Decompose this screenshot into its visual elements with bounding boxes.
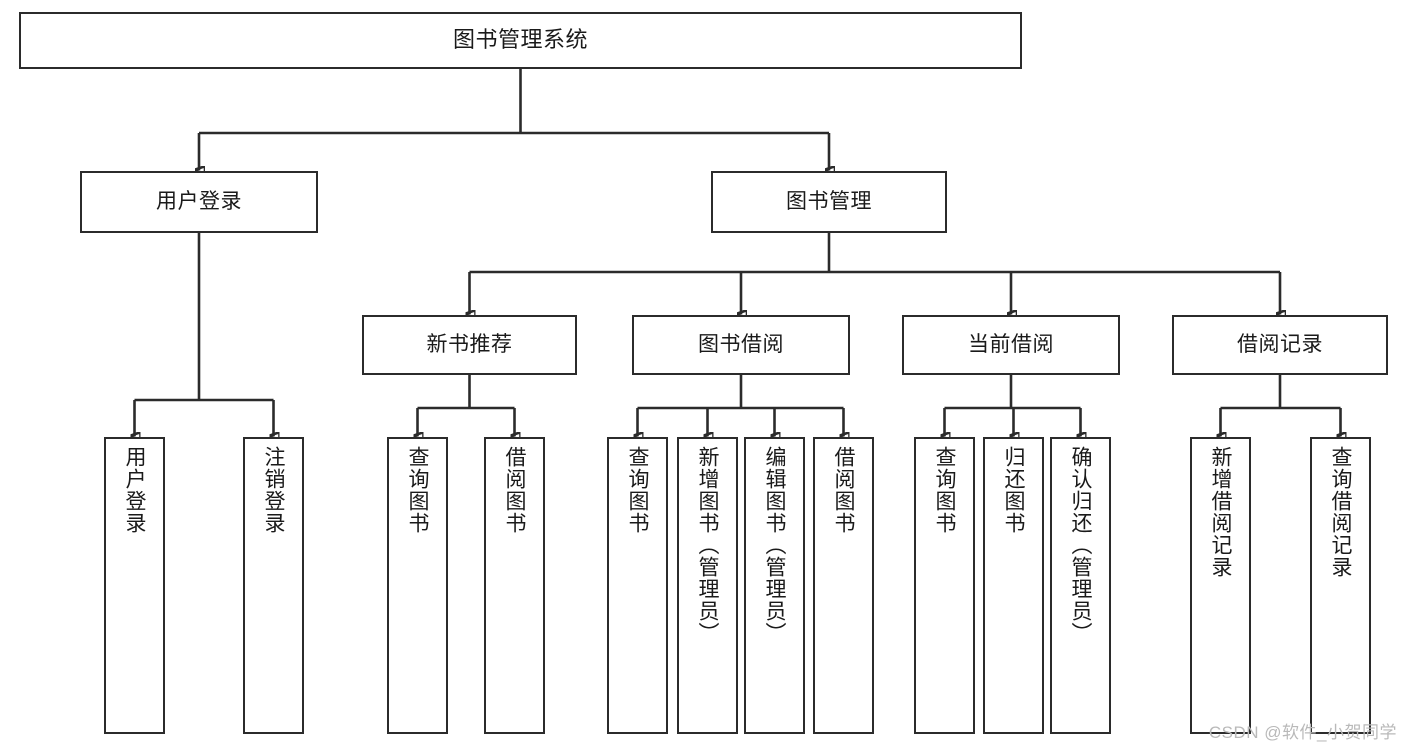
node-leaf-q-book-1[interactable]: 查询图书	[387, 437, 448, 734]
node-label: 图书管理	[786, 190, 872, 214]
node-label: 查询图书	[406, 446, 429, 534]
node-label: 借阅图书	[832, 446, 855, 534]
node-label: 确认归还（管理员）	[1069, 446, 1092, 644]
node-leaf-borrow-1[interactable]: 借阅图书	[484, 437, 545, 734]
node-label: 查询借阅记录	[1329, 446, 1352, 578]
node-label: 图书管理系统	[452, 27, 588, 53]
node-label: 编辑图书（管理员）	[763, 446, 786, 644]
node-leaf-borrow-2[interactable]: 借阅图书	[813, 437, 874, 734]
node-root[interactable]: 图书管理系统	[19, 12, 1022, 69]
node-leaf-add-book[interactable]: 新增图书（管理员）	[677, 437, 738, 734]
node-label: 用户登录	[123, 446, 146, 534]
node-label: 借阅记录	[1237, 333, 1323, 357]
node-book-manage[interactable]: 图书管理	[711, 171, 947, 233]
node-label: 归还图书	[1002, 446, 1025, 534]
node-label: 新增借阅记录	[1209, 446, 1232, 578]
node-leaf-q-rec[interactable]: 查询借阅记录	[1310, 437, 1371, 734]
node-label: 新增图书（管理员）	[696, 446, 719, 644]
node-leaf-q-book-3[interactable]: 查询图书	[914, 437, 975, 734]
node-label: 用户登录	[156, 190, 242, 214]
node-current-borrow[interactable]: 当前借阅	[902, 315, 1120, 375]
node-leaf-return[interactable]: 归还图书	[983, 437, 1044, 734]
csdn-watermark: CSDN @软件_小贺同学	[1208, 723, 1397, 742]
node-leaf-add-rec[interactable]: 新增借阅记录	[1190, 437, 1251, 734]
node-label: 新书推荐	[426, 333, 513, 357]
node-leaf-user-login[interactable]: 用户登录	[104, 437, 165, 734]
node-user-login[interactable]: 用户登录	[80, 171, 318, 233]
node-label: 查询图书	[933, 446, 956, 534]
node-label: 图书借阅	[698, 333, 784, 357]
node-borrow-record[interactable]: 借阅记录	[1172, 315, 1388, 375]
node-new-book-rec[interactable]: 新书推荐	[362, 315, 577, 375]
node-label: 查询图书	[626, 446, 649, 534]
node-leaf-logout[interactable]: 注销登录	[243, 437, 304, 734]
node-label: 当前借阅	[968, 333, 1054, 357]
node-leaf-q-book-2[interactable]: 查询图书	[607, 437, 668, 734]
node-book-borrow[interactable]: 图书借阅	[632, 315, 850, 375]
node-label: 借阅图书	[503, 446, 526, 534]
edge-group	[135, 69, 1341, 436]
node-leaf-edit-book[interactable]: 编辑图书（管理员）	[744, 437, 805, 734]
node-leaf-confirm[interactable]: 确认归还（管理员）	[1050, 437, 1111, 734]
node-label: 注销登录	[262, 446, 285, 534]
